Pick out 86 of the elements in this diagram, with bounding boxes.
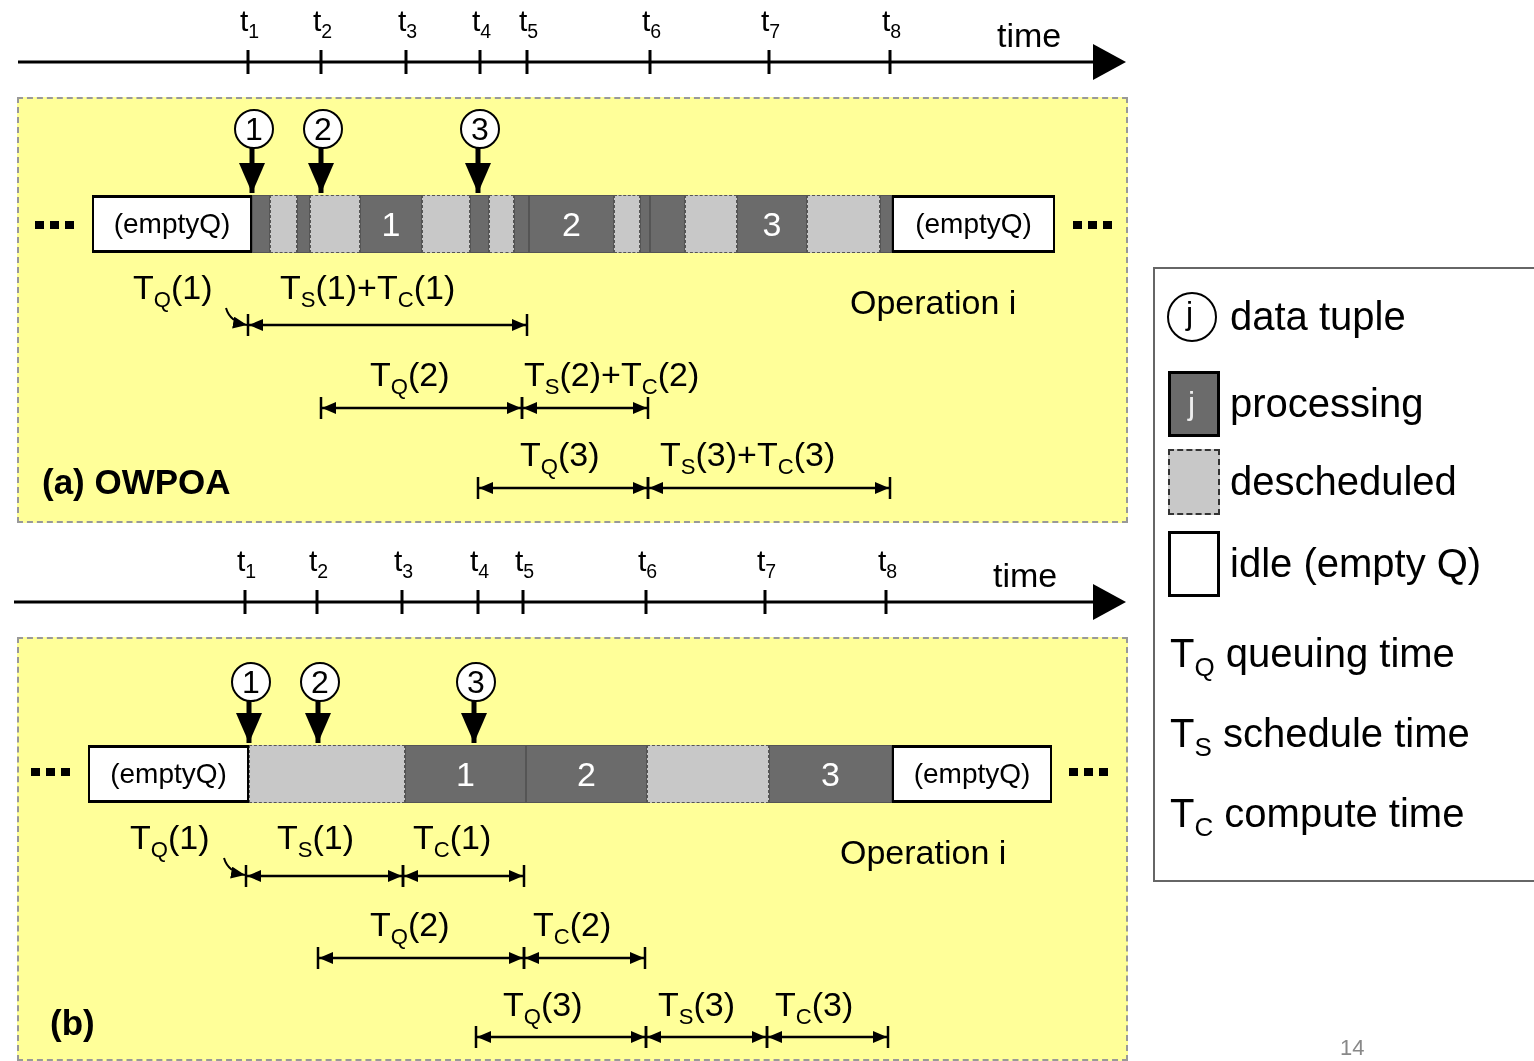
descheduled-segment [647, 745, 769, 803]
tuple-circle: 2 [300, 662, 340, 702]
legend-label: descheduled [1230, 461, 1457, 501]
duration-label: T$_{S}$(3) [658, 987, 736, 1028]
idle-segment: (emptyQ) [892, 745, 1052, 803]
tick-label: t$_{1}$ [237, 546, 257, 582]
tick-label: t$_{2}$ [309, 546, 329, 582]
sample-letter: j [1186, 297, 1194, 329]
duration-label: T$_{C}$(3) [775, 987, 854, 1028]
tuple-circle: 3 [456, 662, 496, 702]
tick-label: t$_{4}$ [470, 546, 490, 582]
arrow [305, 700, 331, 743]
duration-label: T$_{Q}$(3) [503, 987, 583, 1028]
tick-label: t$_{8}$ [882, 6, 902, 42]
legend-label: T$_{S}$ schedule time [1170, 713, 1470, 761]
processing-segment: 2 [526, 745, 647, 803]
idle-segment: (emptyQ) [92, 195, 252, 253]
duration-label: T$_{Q}$(1) [130, 820, 210, 861]
descheduled-segment [422, 195, 470, 253]
page-number: 14 [1340, 1037, 1365, 1059]
descheduled-segment [310, 195, 360, 253]
operation-label: Operation i [840, 835, 1007, 869]
arrow [308, 147, 334, 193]
descheduled-segment [489, 195, 514, 253]
tick-label: t$_{2}$ [313, 6, 333, 42]
processing-segment: 1 [405, 745, 526, 803]
arrow [236, 700, 262, 743]
tick-label: t$_{7}$ [757, 546, 777, 582]
processing-segment [297, 195, 310, 253]
duration-label: T$_{S}$(2)+T$_{C}$(2) [524, 357, 700, 398]
duration-label: T$_{S}$(1)+T$_{C}$(1) [280, 270, 456, 311]
processing-segment: 1 [360, 195, 422, 253]
processing-segment: 3 [769, 745, 892, 803]
tick-label: t$_{7}$ [761, 6, 781, 42]
tick-label: t$_{1}$ [240, 6, 260, 42]
legend-label: data tuple [1230, 296, 1406, 336]
axis-label: time [997, 18, 1062, 52]
processing-segment: 2 [529, 195, 614, 253]
duration-label: T$_{S}$(1) [277, 820, 355, 861]
idle-segment: (emptyQ) [88, 745, 249, 803]
tuple-circle: 1 [234, 109, 274, 149]
legend-label: processing [1230, 383, 1424, 423]
processing-segment [252, 195, 270, 253]
legend-label: T$_{Q}$ queuing time [1170, 633, 1455, 681]
arrow [465, 147, 491, 193]
tuple-circle: 2 [303, 109, 343, 149]
descheduled-segment [249, 745, 405, 803]
tick-label: t$_{5}$ [515, 546, 535, 582]
processing-segment [514, 195, 529, 253]
duration-label: T$_{C}$(1) [413, 820, 492, 861]
axis-label: time [993, 558, 1058, 592]
tick-label: t$_{6}$ [638, 546, 658, 582]
legend-label: idle (empty Q) [1230, 543, 1482, 583]
duration-label: T$_{Q}$(2) [370, 357, 450, 398]
operation-label: Operation i [850, 285, 1017, 319]
tick-label: t$_{3}$ [398, 6, 418, 42]
sample-letter: j [1188, 387, 1196, 419]
tick-label: t$_{3}$ [394, 546, 414, 582]
duration-label: T$_{Q}$(3) [520, 437, 600, 478]
legend-label: T$_{C}$ compute time [1170, 793, 1465, 841]
tick-label: t$_{4}$ [472, 6, 492, 42]
duration-label: T$_{S}$(3)+T$_{C}$(3) [660, 437, 836, 478]
processing-segment: 3 [737, 195, 807, 253]
panel-title: (a) OWPOA [42, 464, 231, 499]
duration-label: T$_{C}$(2) [533, 907, 612, 948]
arrow [461, 700, 487, 743]
idle-segment: (emptyQ) [892, 195, 1055, 253]
tick-label: t$_{8}$ [878, 546, 898, 582]
tuple-circle: 3 [460, 109, 500, 149]
descheduled-segment [807, 195, 880, 253]
processing-segment [880, 195, 892, 253]
panel [17, 97, 1128, 523]
descheduled-segment [614, 195, 640, 253]
descheduled-segment [270, 195, 297, 253]
arrow [239, 147, 265, 193]
tuple-circle: 1 [231, 662, 271, 702]
panel [17, 637, 1128, 1061]
descheduled-segment [685, 195, 737, 253]
panel-title: (b) [50, 1005, 95, 1040]
tick-label: t$_{5}$ [519, 6, 539, 42]
duration-label: T$_{Q}$(1) [133, 270, 213, 311]
processing-segment [650, 195, 685, 253]
processing-segment [640, 195, 650, 253]
processing-segment [470, 195, 489, 253]
tick-label: t$_{6}$ [642, 6, 662, 42]
duration-label: T$_{Q}$(2) [370, 907, 450, 948]
